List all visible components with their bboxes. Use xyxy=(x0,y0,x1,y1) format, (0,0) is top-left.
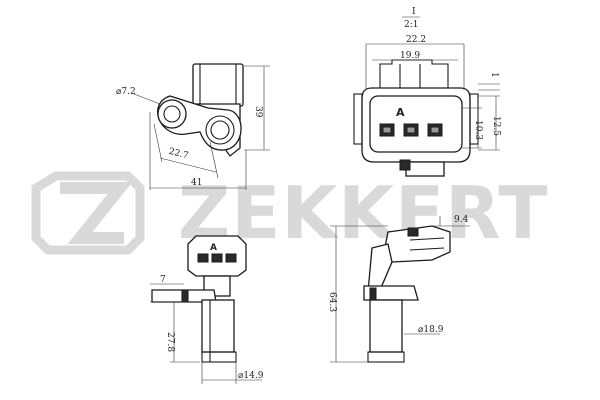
dim-overall-length: 64.3 xyxy=(327,292,337,312)
dim-connector-offset: 9.4 xyxy=(454,215,469,225)
dim-pin-height: 10.3 xyxy=(473,120,483,140)
view-bottom-right: 9.4 64.3 ⌀18.9 xyxy=(327,215,470,363)
dim-hole-spacing: 22.7 xyxy=(168,147,190,162)
dim-connector-height: 12.5 xyxy=(491,116,501,136)
dim-height: 39 xyxy=(253,106,263,118)
connector-letter: A xyxy=(396,106,405,119)
view-top-left: ⌀7.2 39 22.7 41 xyxy=(116,63,270,190)
view-label: I xyxy=(412,7,416,17)
connector-latch xyxy=(379,59,449,88)
sensor-body xyxy=(201,299,235,353)
dim-width: 41 xyxy=(191,178,202,188)
sensor-body-profile xyxy=(369,299,403,353)
flange-profile xyxy=(363,285,419,301)
view-scale: 2:1 xyxy=(404,20,418,30)
sensor-bore xyxy=(210,120,230,140)
dim-flange-thickness: 7 xyxy=(160,275,166,285)
dim-offset: 1 xyxy=(489,72,499,78)
brand-logo xyxy=(31,171,145,255)
mount-hole xyxy=(163,105,181,123)
view-top-right: I 2:1 A 22.2 19.9 1 12.5 xyxy=(353,7,501,177)
dim-pin-span: 19.9 xyxy=(400,51,420,61)
dim-hole-diameter: ⌀7.2 xyxy=(116,87,136,97)
watermark: ZEKKERT xyxy=(31,171,547,255)
dim-tip-diameter: ⌀18.9 xyxy=(418,325,444,335)
dim-overall-width: 22.2 xyxy=(406,35,426,45)
sensor-bore-outer xyxy=(205,115,235,145)
mount-hole-outer xyxy=(157,99,187,129)
dim-body-length: 27.8 xyxy=(165,332,175,352)
dim-body-diameter: ⌀14.9 xyxy=(238,371,264,381)
view-bottom-left: A 7 27.8 ⌀14.9 xyxy=(150,235,264,384)
connector-stub xyxy=(405,161,445,177)
sensor-neck-profile xyxy=(367,243,393,293)
connector-letter-bottom: A xyxy=(210,243,217,253)
